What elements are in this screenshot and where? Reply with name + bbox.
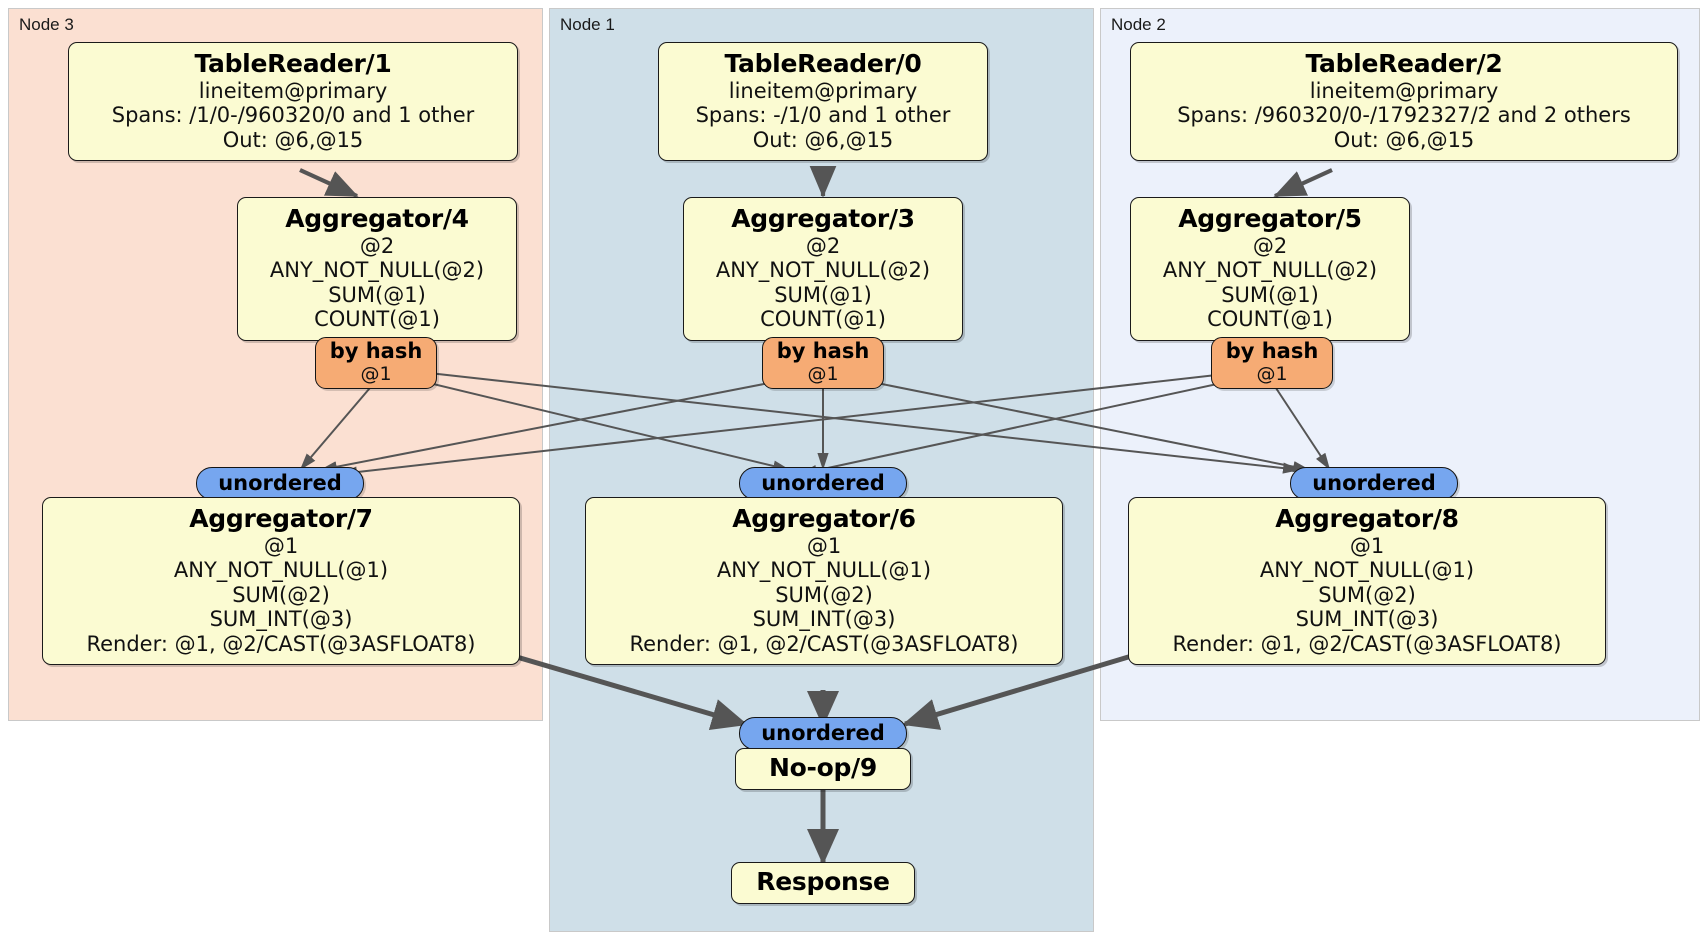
processor-line: SUM(@1) [1221, 282, 1319, 307]
processor-line: ANY_NOT_NULL(@2) [715, 258, 931, 283]
badge-column: @1 [360, 362, 392, 385]
processor-title: Aggregator/4 [285, 204, 469, 233]
processor-line: COUNT(@1) [760, 307, 886, 332]
processor-aggregator-4[interactable]: Aggregator/4 @2 ANY_NOT_NULL(@2) SUM(@1)… [237, 197, 517, 341]
badge-label: by hash [1225, 339, 1319, 363]
processor-title: Aggregator/3 [731, 204, 915, 233]
processor-line: ANY_NOT_NULL(@2) [1162, 258, 1378, 283]
processor-line: Render: @1, @2/CAST(@3ASFLOAT8) [629, 631, 1019, 656]
processor-line: lineitem@primary [198, 78, 388, 103]
node-label-node2: Node 2 [1111, 15, 1166, 34]
processor-no-op-9[interactable]: No-op/9 [735, 748, 911, 790]
processor-line: @1 [1349, 533, 1385, 558]
processor-line: ANY_NOT_NULL(@1) [173, 558, 389, 583]
processor-line: Out: @6,@15 [1333, 127, 1475, 152]
processor-aggregator-8[interactable]: Aggregator/8 @1 ANY_NOT_NULL(@1) SUM(@2)… [1128, 497, 1606, 666]
processor-title: Aggregator/7 [189, 504, 373, 533]
badge-column: @1 [807, 362, 839, 385]
badge-label: unordered [761, 721, 885, 745]
output-router-badge-by-hash-left[interactable]: by hash @1 [315, 337, 437, 389]
processor-title: Response [756, 867, 890, 896]
processor-line: SUM(@1) [328, 282, 426, 307]
processor-title: TableReader/0 [724, 49, 922, 78]
processor-title: No-op/9 [769, 753, 877, 782]
processor-tablereader-1[interactable]: TableReader/1 lineitem@primary Spans: /1… [68, 42, 518, 162]
badge-label: unordered [1312, 471, 1436, 495]
node-label-node1: Node 1 [560, 15, 615, 34]
processor-line: SUM(@2) [232, 582, 330, 607]
processor-line: SUM(@2) [1318, 582, 1416, 607]
processor-line: Spans: /960320/0-/1792327/2 and 2 others [1177, 103, 1631, 128]
input-synchronizer-badge-unordered-center[interactable]: unordered [739, 467, 907, 501]
processor-line: ANY_NOT_NULL(@1) [716, 558, 932, 583]
processor-line: lineitem@primary [1309, 78, 1499, 103]
processor-line: COUNT(@1) [1207, 307, 1333, 332]
processor-line: @2 [359, 233, 395, 258]
processor-response[interactable]: Response [731, 862, 915, 904]
node-label-node3: Node 3 [19, 15, 74, 34]
processor-tablereader-0[interactable]: TableReader/0 lineitem@primary Spans: -/… [658, 42, 988, 162]
processor-aggregator-5[interactable]: Aggregator/5 @2 ANY_NOT_NULL(@2) SUM(@1)… [1130, 197, 1410, 341]
badge-column: @1 [1256, 362, 1288, 385]
processor-line: Spans: /1/0-/960320/0 and 1 other [111, 103, 475, 128]
processor-tablereader-2[interactable]: TableReader/2 lineitem@primary Spans: /9… [1130, 42, 1678, 162]
processor-line: @2 [805, 233, 841, 258]
processor-line: COUNT(@1) [314, 307, 440, 332]
badge-label: by hash [776, 339, 870, 363]
processor-line: SUM_INT(@3) [209, 607, 353, 632]
processor-line: Spans: -/1/0 and 1 other [695, 103, 951, 128]
output-router-badge-by-hash-center[interactable]: by hash @1 [762, 337, 884, 389]
processor-aggregator-6[interactable]: Aggregator/6 @1 ANY_NOT_NULL(@1) SUM(@2)… [585, 497, 1063, 666]
input-synchronizer-badge-unordered-right[interactable]: unordered [1290, 467, 1458, 501]
processor-line: SUM(@1) [774, 282, 872, 307]
badge-label: unordered [218, 471, 342, 495]
output-router-badge-by-hash-right[interactable]: by hash @1 [1211, 337, 1333, 389]
input-synchronizer-badge-unordered-final[interactable]: unordered [739, 717, 907, 751]
processor-line: SUM(@2) [775, 582, 873, 607]
processor-line: SUM_INT(@3) [752, 607, 896, 632]
processor-line: Out: @6,@15 [222, 127, 364, 152]
processor-aggregator-7[interactable]: Aggregator/7 @1 ANY_NOT_NULL(@1) SUM(@2)… [42, 497, 520, 666]
processor-aggregator-3[interactable]: Aggregator/3 @2 ANY_NOT_NULL(@2) SUM(@1)… [683, 197, 963, 341]
processor-line: @1 [263, 533, 299, 558]
processor-line: ANY_NOT_NULL(@2) [269, 258, 485, 283]
processor-title: Aggregator/6 [732, 504, 916, 533]
badge-label: by hash [329, 339, 423, 363]
processor-title: Aggregator/8 [1275, 504, 1459, 533]
processor-line: Render: @1, @2/CAST(@3ASFLOAT8) [1172, 631, 1562, 656]
processor-line: SUM_INT(@3) [1295, 607, 1439, 632]
input-synchronizer-badge-unordered-left[interactable]: unordered [196, 467, 364, 501]
processor-title: TableReader/2 [1305, 49, 1503, 78]
processor-title: Aggregator/5 [1178, 204, 1362, 233]
processor-title: TableReader/1 [194, 49, 392, 78]
processor-line: Render: @1, @2/CAST(@3ASFLOAT8) [86, 631, 476, 656]
processor-line: @2 [1252, 233, 1288, 258]
badge-label: unordered [761, 471, 885, 495]
processor-line: Out: @6,@15 [752, 127, 894, 152]
processor-line: ANY_NOT_NULL(@1) [1259, 558, 1475, 583]
processor-line: lineitem@primary [728, 78, 918, 103]
processor-line: @1 [806, 533, 842, 558]
